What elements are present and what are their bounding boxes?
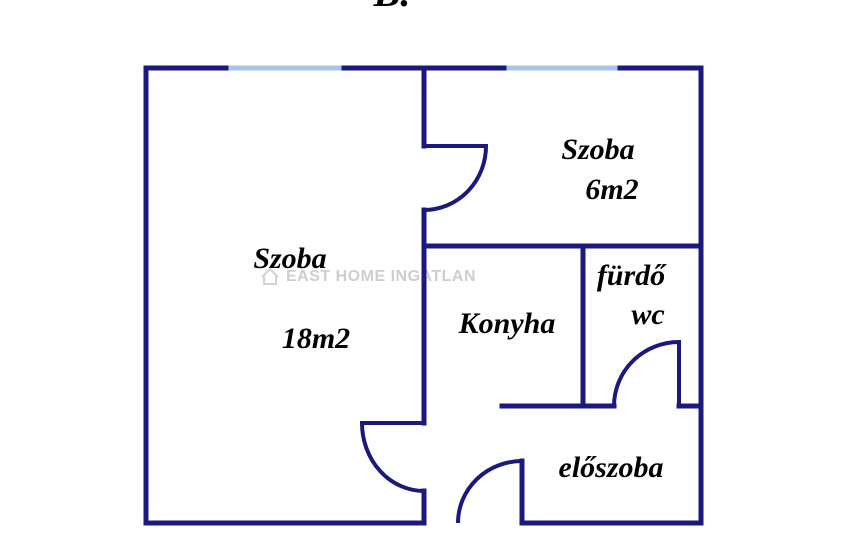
room-bathroom-name: fürdő — [597, 259, 667, 292]
house-logo-icon — [261, 267, 279, 285]
walls — [143, 65, 704, 526]
plan-title: B. — [373, 0, 411, 15]
doors — [359, 144, 681, 524]
door-bathroom — [612, 339, 681, 407]
door-small-room — [423, 144, 489, 212]
door-large-room — [359, 421, 425, 493]
room-small-area: 6m2 — [585, 173, 638, 206]
room-kitchen-name: Konyha — [458, 307, 556, 340]
room-bathroom-wc: wc — [631, 298, 664, 331]
room-small-name: Szoba — [561, 133, 634, 166]
door-entrance — [456, 459, 523, 524]
room-large-name: Szoba — [253, 242, 326, 275]
room-labels: Szoba 18m2 Szoba 6m2 Konyha fürdő wc elő… — [253, 133, 667, 484]
watermark: EAST HOME INGATLAN — [261, 267, 476, 285]
watermark-text: EAST HOME INGATLAN — [286, 268, 476, 285]
room-large-area: 18m2 — [282, 322, 350, 355]
room-hallway-name: előszoba — [559, 451, 664, 484]
